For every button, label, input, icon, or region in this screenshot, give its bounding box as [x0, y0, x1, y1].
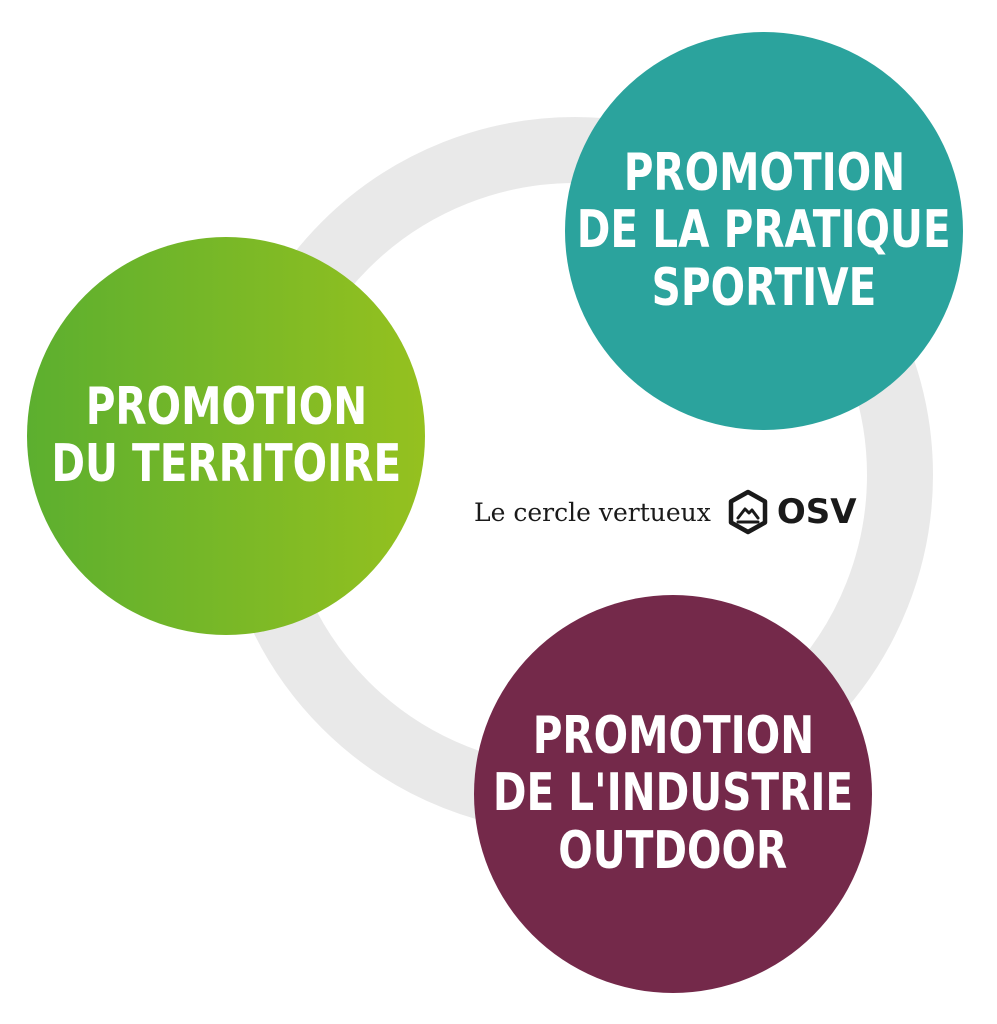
bubble-sport-line-2: DE LA PRATIQUE: [577, 200, 951, 261]
bubble-territoire-line-1: PROMOTION: [85, 376, 367, 437]
bubble-territoire-line-2: DU TERRITOIRE: [51, 434, 401, 494]
mountain-hexagon-icon: [728, 489, 768, 535]
osv-logo-text: OSV: [776, 492, 857, 532]
bubble-sport-line-3: SPORTIVE: [651, 257, 877, 318]
osv-logo: OSV: [725, 489, 857, 535]
bubble-sport-line-1: PROMOTION: [623, 143, 905, 204]
bubble-industrie-line-1: PROMOTION: [532, 706, 814, 767]
bubble-industrie-line-2: DE L'INDUSTRIE: [492, 763, 854, 824]
bubble-promotion-industrie-outdoor: PROMOTION DE L'INDUSTRIE OUTDOOR: [474, 595, 872, 993]
center-caption: Le cercle vertueux OSV: [474, 484, 857, 540]
bubble-promotion-territoire: PROMOTION DU TERRITOIRE: [27, 237, 425, 635]
bubble-industrie-line-3: OUTDOOR: [558, 820, 788, 881]
center-caption-text: Le cercle vertueux: [474, 497, 711, 527]
bubble-promotion-pratique-sportive: PROMOTION DE LA PRATIQUE SPORTIVE: [565, 32, 963, 430]
